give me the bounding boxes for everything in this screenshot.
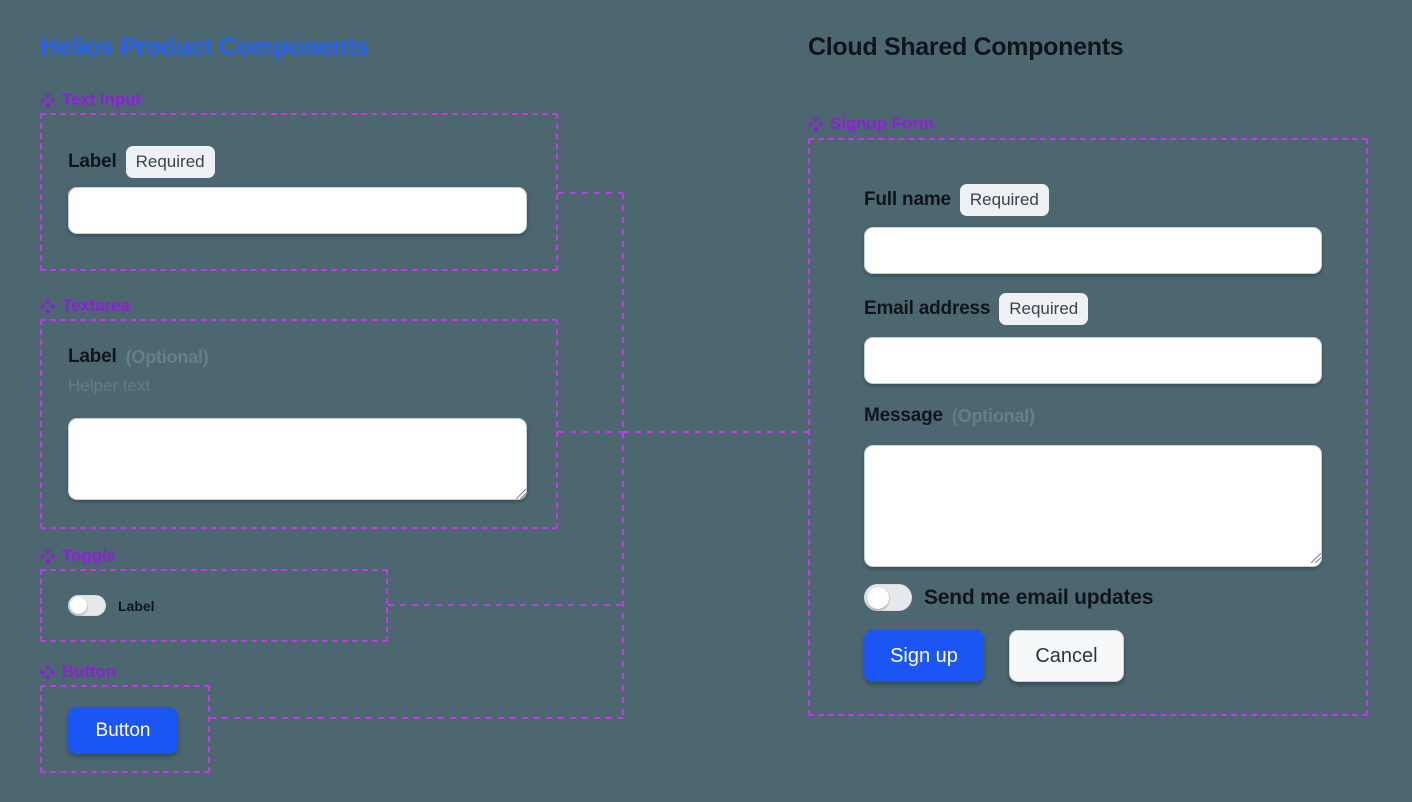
- textarea-helper-text: Helper text: [68, 376, 151, 395]
- full-name-label: Full name: [864, 189, 951, 210]
- component-box-toggle: Label: [40, 569, 388, 642]
- text-input-field[interactable]: [68, 187, 527, 234]
- text-input-label-row: Label Required: [68, 146, 215, 178]
- email-address-required-badge: Required: [999, 293, 1089, 325]
- toggle-knob: [867, 586, 889, 609]
- message-textarea[interactable]: [864, 445, 1322, 567]
- text-input-label: Label: [68, 151, 117, 172]
- textarea-label: Label: [68, 346, 117, 367]
- email-updates-label: Send me email updates: [924, 585, 1154, 609]
- sign-up-button[interactable]: Sign up: [864, 630, 984, 682]
- toggle-label: Label: [118, 597, 155, 614]
- email-address-input[interactable]: [864, 337, 1322, 384]
- left-column-title: Helios Product Components: [40, 33, 369, 61]
- message-optional-tag: (Optional): [951, 405, 1035, 426]
- component-box-text-input: Label Required: [40, 113, 558, 271]
- section-caption-text-input: Text Input: [40, 90, 141, 110]
- section-caption-textarea: Textarea: [40, 296, 130, 316]
- components-diamond-icon: [40, 664, 55, 680]
- components-diamond-icon: [808, 116, 823, 132]
- full-name-label-row: Full name Required: [864, 184, 1049, 216]
- textarea-field[interactable]: [68, 418, 527, 500]
- cancel-button[interactable]: Cancel: [1009, 630, 1124, 682]
- full-name-input[interactable]: [864, 227, 1322, 274]
- email-address-label-row: Email address Required: [864, 293, 1089, 325]
- textarea-label-row: Label (Optional): [68, 346, 209, 368]
- textarea-optional-tag: (Optional): [125, 346, 209, 367]
- section-caption-button: Button: [40, 662, 116, 682]
- demo-button[interactable]: Button: [68, 707, 178, 754]
- textarea-label-block: Label (Optional) Helper text: [68, 346, 209, 396]
- section-caption-toggle: Toggle: [40, 546, 116, 566]
- email-address-label: Email address: [864, 298, 991, 319]
- component-box-textarea: Label (Optional) Helper text: [40, 319, 558, 529]
- section-caption-label: Text Input: [62, 90, 141, 109]
- right-column-title: Cloud Shared Components: [808, 33, 1124, 61]
- full-name-required-badge: Required: [959, 184, 1049, 216]
- components-diamond-icon: [40, 298, 55, 314]
- message-label: Message: [864, 405, 943, 426]
- component-box-signup-form: Full name Required Email address Require…: [808, 138, 1368, 716]
- toggle-switch[interactable]: [68, 595, 106, 616]
- email-updates-toggle[interactable]: [864, 584, 912, 611]
- section-caption-label: Signup Form: [830, 114, 934, 133]
- section-caption-label: Textarea: [62, 296, 130, 315]
- section-caption-label: Button: [62, 662, 117, 681]
- section-caption-signup-form: Signup Form: [808, 114, 934, 134]
- component-box-button: Button: [40, 685, 210, 773]
- components-diamond-icon: [40, 548, 55, 564]
- section-caption-label: Toggle: [62, 546, 116, 565]
- message-label-row: Message (Optional): [864, 405, 1035, 427]
- toggle-row[interactable]: Label: [68, 595, 155, 616]
- email-updates-toggle-row[interactable]: Send me email updates: [864, 584, 1153, 611]
- toggle-knob: [70, 597, 87, 614]
- text-input-required-badge: Required: [125, 146, 215, 178]
- components-diamond-icon: [40, 92, 55, 108]
